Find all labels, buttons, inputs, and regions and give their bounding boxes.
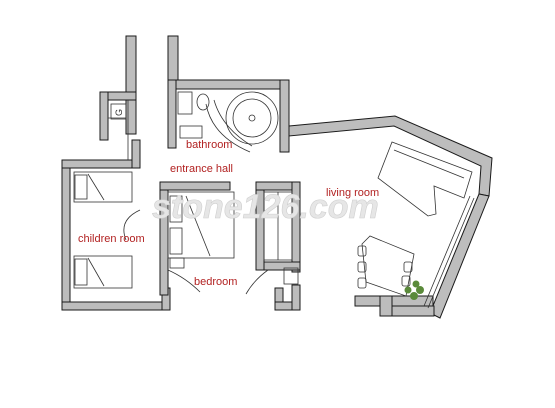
sink-fixture xyxy=(177,91,193,115)
wall-segment xyxy=(61,301,163,311)
fixtures xyxy=(73,91,475,309)
chair xyxy=(401,275,411,287)
wall-segment xyxy=(279,79,290,153)
round-shower-drain xyxy=(248,114,256,122)
wall-segment xyxy=(291,284,301,311)
dining-table xyxy=(361,235,415,297)
round-shower-inner xyxy=(232,98,272,138)
wall-segment xyxy=(159,181,231,191)
bed xyxy=(73,171,133,203)
bed xyxy=(167,191,235,259)
room-label-children-room: children room xyxy=(78,233,145,245)
room-label-entrance-hall: entrance hall xyxy=(170,163,233,175)
door-swing xyxy=(245,269,269,295)
wall-segment xyxy=(288,115,493,197)
bed-pillow xyxy=(74,174,88,200)
window-line xyxy=(427,197,475,309)
round-shower xyxy=(225,91,279,145)
bed-fold xyxy=(87,257,105,287)
chair xyxy=(357,277,367,289)
bed-pillow xyxy=(169,195,183,223)
shower-curve xyxy=(213,99,253,147)
walls xyxy=(61,35,493,319)
wall-segment xyxy=(61,159,141,169)
bath-cabinet xyxy=(179,125,203,139)
plant-icon xyxy=(404,280,424,300)
nightstand xyxy=(169,257,185,269)
wall-segment xyxy=(125,35,137,135)
kitchen-unit xyxy=(283,267,299,285)
bed-pillow xyxy=(74,258,88,286)
wall-segment xyxy=(167,79,177,149)
wall-segment xyxy=(379,295,393,317)
watermark: stone126.com xyxy=(152,188,379,226)
room-label-living-room: living room xyxy=(326,187,379,199)
room-label-bedroom: bedroom xyxy=(194,276,237,288)
toilet-glyph: G xyxy=(114,109,124,116)
bed-fold xyxy=(87,173,105,201)
sofa xyxy=(377,141,473,217)
chair xyxy=(357,261,367,273)
wall-segment xyxy=(99,91,109,141)
wall-segment xyxy=(263,261,301,271)
wall-segment xyxy=(61,159,71,311)
wall-segment xyxy=(167,79,287,90)
wall-segment xyxy=(167,35,179,87)
wall-segment xyxy=(391,305,435,317)
chair xyxy=(403,261,413,273)
bed-pillow xyxy=(169,227,183,255)
wall-segment xyxy=(131,139,141,169)
shower-curve xyxy=(205,103,251,153)
toilet-fixture xyxy=(110,103,127,120)
bed-fold xyxy=(185,195,211,257)
room-label-bathroom: bathroom xyxy=(186,139,232,151)
wall-segment xyxy=(429,193,490,319)
chair xyxy=(357,245,367,257)
door-swing xyxy=(123,209,141,241)
toilet-bowl xyxy=(196,93,210,111)
window-line xyxy=(423,195,471,307)
sofa-cushion-line xyxy=(393,149,465,179)
bed xyxy=(73,255,133,289)
door-swing xyxy=(167,269,201,293)
wall-segment xyxy=(354,295,434,307)
